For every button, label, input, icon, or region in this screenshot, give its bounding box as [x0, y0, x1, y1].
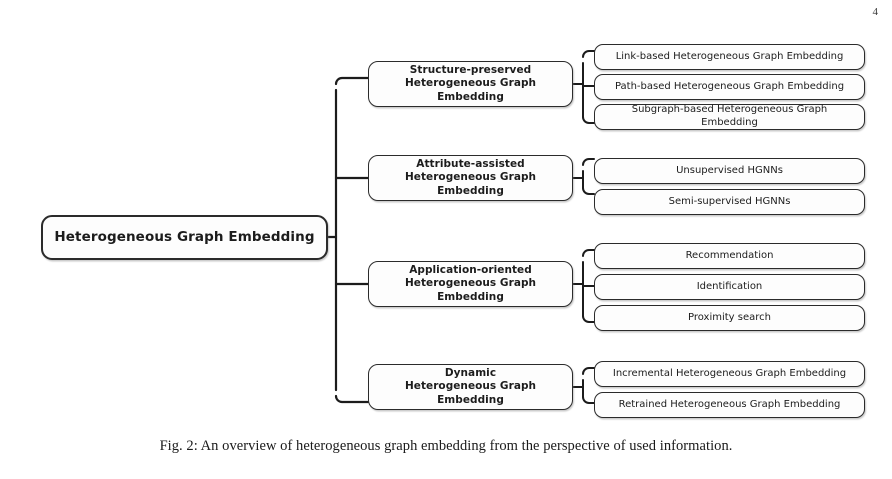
node-dynamic-text: Dynamic Heterogeneous Graph Embedding — [375, 367, 566, 407]
node-subgraph-based[interactable]: Subgraph-based Heterogeneous Graph Embed… — [594, 104, 865, 130]
node-structure-preserved-text: Structure-preserved Heterogeneous Graph … — [375, 64, 566, 104]
node-dynamic[interactable]: Dynamic Heterogeneous Graph Embedding — [368, 364, 573, 410]
connector-arm-2-2 — [582, 187, 595, 195]
node-structure-preserved[interactable]: Structure-preserved Heterogeneous Graph … — [368, 61, 573, 107]
node-incremental[interactable]: Incremental Heterogeneous Graph Embeddin… — [594, 361, 865, 387]
node-line-2: Heterogeneous Graph Embedding — [404, 171, 537, 197]
node-unsupervised-hgnns[interactable]: Unsupervised HGNNs — [594, 158, 865, 184]
node-application-oriented-text: Application-oriented Heterogeneous Graph… — [375, 264, 566, 304]
connector-arm-4-1 — [582, 367, 595, 375]
connector-arm-2-1 — [582, 158, 595, 166]
node-path-based[interactable]: Path-based Heterogeneous Graph Embedding — [594, 74, 865, 100]
node-line-2: Heterogeneous Graph Embedding — [404, 77, 537, 103]
connector-arm-1-1 — [582, 50, 595, 58]
node-retrained[interactable]: Retrained Heterogeneous Graph Embedding — [594, 392, 865, 418]
connector-arm-3-1 — [582, 249, 595, 257]
node-semi-supervised-hgnns[interactable]: Semi-supervised HGNNs — [594, 189, 865, 215]
node-line-1: Structure-preserved — [409, 63, 532, 76]
node-proximity-search[interactable]: Proximity search — [594, 305, 865, 331]
connector-arm-branch-4 — [334, 394, 370, 404]
node-attribute-assisted[interactable]: Attribute-assisted Heterogeneous Graph E… — [368, 155, 573, 201]
node-recommendation[interactable]: Recommendation — [594, 243, 865, 269]
node-line-1: Attribute-assisted — [416, 157, 525, 170]
node-link-based[interactable]: Link-based Heterogeneous Graph Embedding — [594, 44, 865, 70]
node-application-oriented[interactable]: Application-oriented Heterogeneous Graph… — [368, 261, 573, 307]
node-root[interactable]: Heterogeneous Graph Embedding — [41, 215, 328, 260]
connector-arm-1-3 — [582, 116, 595, 124]
node-attribute-assisted-text: Attribute-assisted Heterogeneous Graph E… — [375, 158, 566, 198]
node-line-1: Application-oriented — [409, 263, 532, 276]
connector-arm-4-2 — [582, 396, 595, 404]
figure-caption: Fig. 2: An overview of heterogeneous gra… — [159, 438, 733, 454]
node-line-2: Heterogeneous Graph Embedding — [404, 277, 537, 303]
node-identification[interactable]: Identification — [594, 274, 865, 300]
page-number: 4 — [872, 6, 879, 18]
connector-arm-3-3 — [582, 315, 595, 323]
node-line-2: Heterogeneous Graph Embedding — [404, 380, 537, 406]
connector-arm-branch-1 — [334, 76, 370, 86]
node-line-1: Dynamic — [444, 366, 497, 379]
